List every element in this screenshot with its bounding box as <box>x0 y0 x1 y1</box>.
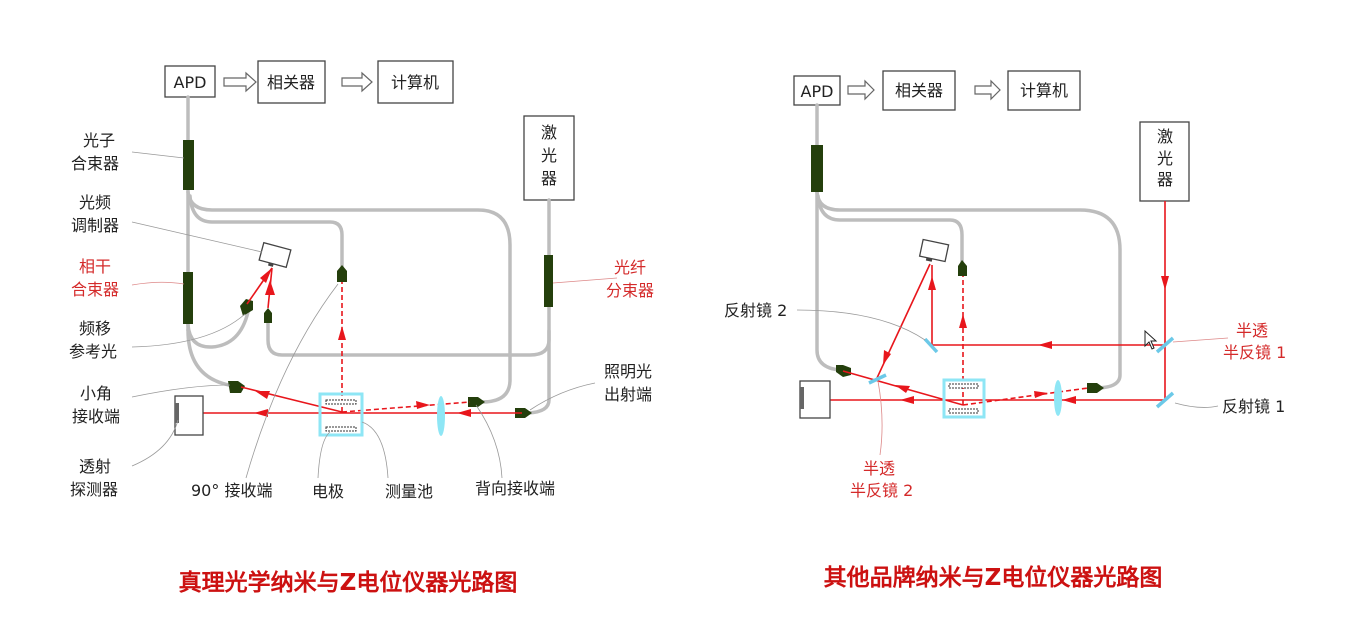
fiber-splitter <box>544 255 553 307</box>
correlator-label: 相关器 <box>267 73 315 92</box>
label-coherent-combiner: 合束器 <box>71 280 119 299</box>
coupler-back <box>468 397 485 407</box>
label-illumination-output: 照明光 <box>604 362 652 381</box>
computer-label: 计算机 <box>391 73 439 92</box>
coupler <box>264 308 272 323</box>
mirror-1 <box>1155 391 1175 409</box>
arrow-right-icon <box>847 79 875 101</box>
correlator-box <box>882 70 956 111</box>
label-mirror-1: 反射镜 1 <box>1222 397 1285 416</box>
label-half-mirror-1: 半透 <box>1236 321 1268 340</box>
label-small-angle-receiver: 接收端 <box>72 407 120 426</box>
arrow-right-icon <box>974 79 1001 101</box>
lens <box>437 396 445 436</box>
label-photon-combiner: 合束器 <box>71 154 119 173</box>
electrode <box>325 426 357 432</box>
apd-label: APD <box>174 73 207 92</box>
freq-modulator <box>918 238 950 263</box>
label-90-receiver: 90° 接收端 <box>191 481 272 500</box>
correlator-box <box>257 60 326 104</box>
computer-box <box>1007 70 1081 111</box>
photon-combiner <box>811 145 823 192</box>
label-small-angle-receiver: 小角 <box>80 384 112 403</box>
label-transmission-detector: 探测器 <box>70 480 118 499</box>
apd-box <box>164 65 216 98</box>
coupler-90 <box>958 260 967 276</box>
laser-label: 激 <box>1157 127 1173 146</box>
label-electrode: 电极 <box>312 482 344 501</box>
left-title: 真理光学纳米与Z电位仪器光路图 <box>179 569 518 596</box>
coupler-90 <box>337 265 347 282</box>
laser-label: 器 <box>1157 170 1173 189</box>
electrode <box>948 383 979 389</box>
correlator-label: 相关器 <box>895 81 943 100</box>
lens <box>1054 380 1062 416</box>
freq-modulator <box>258 241 292 269</box>
right-title: 其他品牌纳米与Z电位仪器光路图 <box>824 564 1163 591</box>
label-mirror-2: 反射镜 2 <box>724 301 787 320</box>
label-back-receiver: 背向接收端 <box>475 479 555 498</box>
coupler <box>240 299 253 316</box>
computer-box <box>377 60 454 104</box>
laser-label: 光 <box>541 146 557 165</box>
label-half-mirror-2: 半反镜 2 <box>850 481 913 500</box>
laser-box <box>1139 121 1190 202</box>
half-mirror-2 <box>868 373 887 385</box>
mouse-cursor-icon <box>1144 329 1158 350</box>
label-illumination-output: 出射端 <box>604 385 652 404</box>
coupler-back <box>1087 383 1104 393</box>
laser-label: 激 <box>541 123 557 142</box>
measurement-cell <box>942 378 986 419</box>
label-freq-modulator: 光频 <box>79 193 111 212</box>
label-photon-combiner: 光子 <box>83 131 115 150</box>
left-diagram: APD 相关器 计算机 激 光 器 <box>69 60 654 596</box>
label-freq-shift-ref: 频移 <box>79 319 111 338</box>
coherent-combiner <box>183 272 193 324</box>
label-fiber-splitter: 光纤 <box>614 258 646 277</box>
coupler-illumination <box>515 408 532 418</box>
transmission-detector <box>174 395 204 436</box>
coupler-small-angle <box>228 381 245 393</box>
label-freq-modulator: 调制器 <box>71 216 119 235</box>
laser-box <box>523 115 575 201</box>
apd-box <box>793 75 841 106</box>
label-half-mirror-1: 半反镜 1 <box>1223 343 1286 362</box>
mirror-2 <box>923 337 939 354</box>
arrow-right-icon <box>341 71 373 93</box>
label-fiber-splitter: 分束器 <box>606 281 654 300</box>
measurement-cell <box>318 392 364 437</box>
electrode <box>948 408 979 414</box>
label-measurement-cell: 测量池 <box>385 482 433 501</box>
apd-label: APD <box>801 82 834 101</box>
arrow-right-icon <box>223 71 257 93</box>
label-freq-shift-ref: 参考光 <box>69 342 117 361</box>
transmission-detector <box>799 380 831 419</box>
half-mirror-1 <box>1155 336 1175 354</box>
label-transmission-detector: 透射 <box>79 457 111 476</box>
label-coherent-combiner: 相干 <box>79 257 111 276</box>
electrode <box>325 399 357 405</box>
laser-label: 器 <box>541 169 557 188</box>
photon-combiner <box>183 140 194 190</box>
computer-label: 计算机 <box>1020 81 1068 100</box>
right-diagram: APD 相关器 计算机 激 光 器 <box>724 70 1286 591</box>
label-half-mirror-2: 半透 <box>863 459 895 478</box>
laser-label: 光 <box>1157 149 1173 168</box>
